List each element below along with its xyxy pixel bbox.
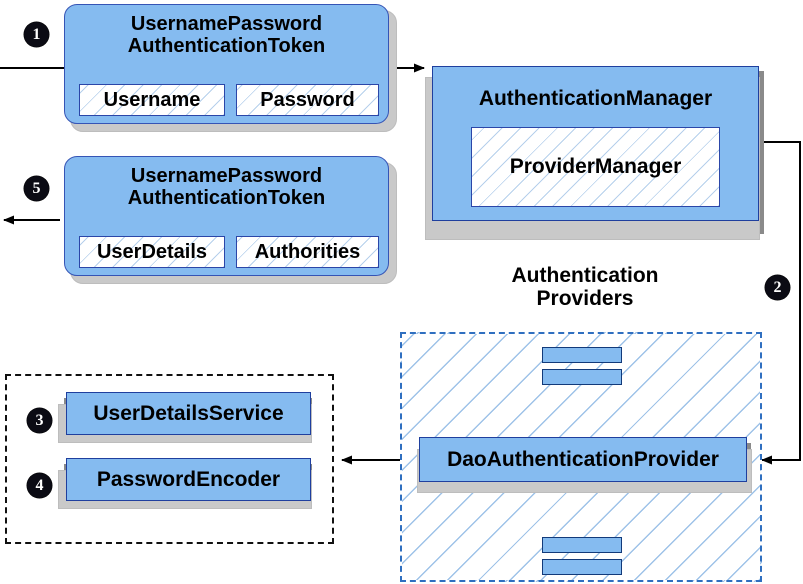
provider-placeholder-top-1: [542, 347, 622, 363]
step-badge-2: 2: [765, 275, 790, 300]
authentication-manager-title: AuthenticationManager: [478, 87, 713, 110]
authentication-providers-heading: Authentication Providers: [470, 264, 700, 310]
provider-placeholder-bottom-1: [542, 537, 622, 553]
passwordencoder-card[interactable]: PasswordEncoder: [66, 458, 311, 501]
field-username-label: Username: [103, 88, 201, 111]
dao-authentication-provider-card[interactable]: DaoAuthenticationProvider: [419, 437, 747, 482]
field-password: Password: [236, 84, 379, 116]
field-userdetails-label: UserDetails: [96, 240, 208, 263]
request-token-title-line1: UsernamePassword: [130, 13, 323, 35]
provider-manager-label: ProviderManager: [509, 155, 682, 179]
provider-placeholder-bottom-2: [542, 559, 622, 575]
passwordencoder-label: PasswordEncoder: [96, 467, 281, 491]
authentication-manager-card[interactable]: AuthenticationManager ProviderManager: [432, 66, 759, 221]
field-authorities-label: Authorities: [254, 240, 361, 263]
provider-placeholder-top-2: [542, 369, 622, 385]
providers-heading-line2: Providers: [536, 287, 634, 311]
field-password-label: Password: [260, 88, 355, 111]
response-token-title-line2: AuthenticationToken: [127, 186, 326, 209]
step-badge-3: 3: [27, 408, 52, 433]
userdetailsservice-card[interactable]: UserDetailsService: [66, 392, 311, 435]
dao-authentication-provider-label: DaoAuthenticationProvider: [447, 447, 719, 471]
field-userdetails: UserDetails: [79, 236, 225, 268]
services-group-region: [5, 374, 334, 544]
providers-heading-line1: Authentication: [511, 264, 659, 287]
step-badge-5: 5: [24, 176, 49, 201]
field-username: Username: [79, 84, 225, 116]
userdetailsservice-label: UserDetailsService: [93, 401, 284, 425]
field-authorities: Authorities: [236, 236, 379, 268]
response-token-card[interactable]: UsernamePassword AuthenticationToken Use…: [64, 156, 389, 276]
request-token-card[interactable]: UsernamePassword AuthenticationToken Use…: [64, 4, 389, 124]
step-badge-1: 1: [24, 22, 49, 47]
step-badge-4: 4: [27, 473, 52, 498]
provider-manager-box[interactable]: ProviderManager: [471, 127, 720, 207]
request-token-title-line2: AuthenticationToken: [127, 34, 326, 57]
response-token-title-line1: UsernamePassword: [130, 165, 323, 187]
